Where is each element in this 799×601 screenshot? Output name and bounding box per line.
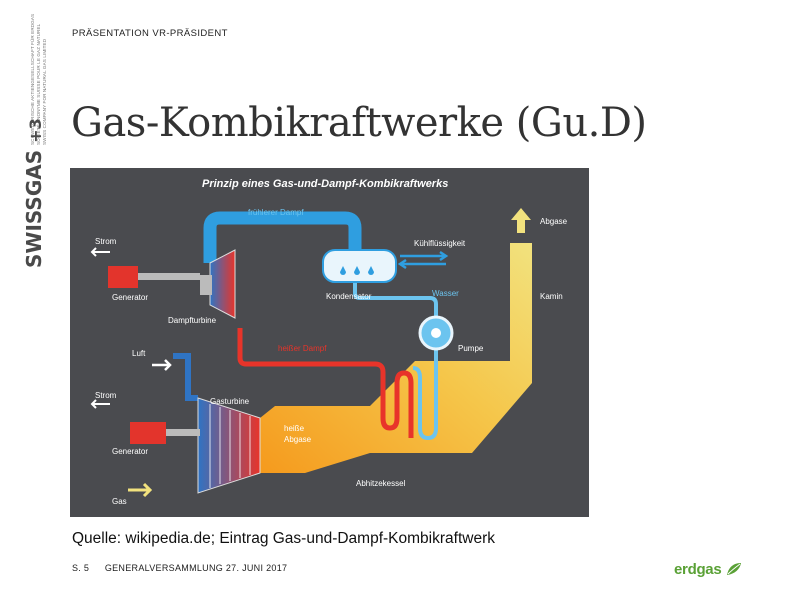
air-intake [173, 353, 198, 401]
source-caption: Quelle: wikipedia.de; Eintrag Gas-und-Da… [72, 530, 495, 547]
hot-steam-pipe [237, 328, 414, 438]
label-generator-top: Generator [112, 293, 148, 302]
exhaust-duct [260, 243, 532, 473]
label-coolant: Kühlflüssigkeit [414, 239, 466, 248]
label-exhaust: Abgase [540, 217, 568, 226]
label-air: Luft [132, 349, 146, 358]
condenser-drops [340, 266, 374, 275]
water-pipe [353, 280, 438, 441]
footer: S. 5 GENERALVERSAMMLUNG 27. JUNI 2017 [72, 563, 287, 573]
header-kicker: PRÄSENTATION VR-PRÄSIDENT [72, 28, 228, 39]
label-power-bottom: Strom [95, 391, 117, 400]
label-power-top: Strom [95, 237, 117, 246]
event-label: GENERALVERSAMMLUNG 27. JUNI 2017 [104, 563, 288, 573]
label-steam: frühlerer Dampf [248, 208, 304, 217]
label-steam-turbine: Dampfturbine [168, 316, 217, 325]
label-hot-exhaust-2: Abgase [284, 435, 312, 444]
label-pump: Pumpe [458, 344, 484, 353]
brand-name: SWISSGAS [22, 149, 46, 268]
combined-cycle-diagram: Prinzip eines Gas-und-Dampf-Kombikraftwe… [70, 168, 589, 517]
erdgas-logo: erdgas [674, 561, 741, 579]
label-waste-heat-boiler: Abhitzekessel [356, 479, 406, 488]
label-hot-exhaust: heiße [284, 424, 305, 433]
page-number: S. 5 [72, 563, 90, 573]
exhaust-arrow-icon [511, 208, 531, 233]
leaf-icon [727, 563, 741, 575]
exhaust-steam-pipe [203, 211, 362, 263]
swissgas-logo: SWISSGAS +3 [22, 118, 46, 268]
erdgas-wordmark: erdgas [674, 561, 722, 578]
label-chimney: Kamin [540, 292, 563, 301]
condenser [322, 249, 397, 283]
label-generator-bottom: Generator [112, 447, 148, 456]
generator-bottom [130, 422, 166, 444]
slide-title: Gas-Kombikraftwerke (Gu.D) [71, 100, 647, 146]
label-gas-turbine: Gasturbine [210, 397, 250, 406]
gas-turbine [197, 397, 261, 494]
label-water: Wasser [432, 289, 459, 298]
label-gas: Gas [112, 497, 127, 506]
generator-top [108, 266, 138, 288]
label-hot-steam: heißer Dampf [278, 344, 327, 353]
brand-suffix: +3 [26, 118, 45, 143]
diagram-title: Prinzip eines Gas-und-Dampf-Kombikraftwe… [202, 178, 448, 190]
label-condenser: Kondensator [326, 292, 372, 301]
coolant-arrows-icon [397, 250, 449, 270]
